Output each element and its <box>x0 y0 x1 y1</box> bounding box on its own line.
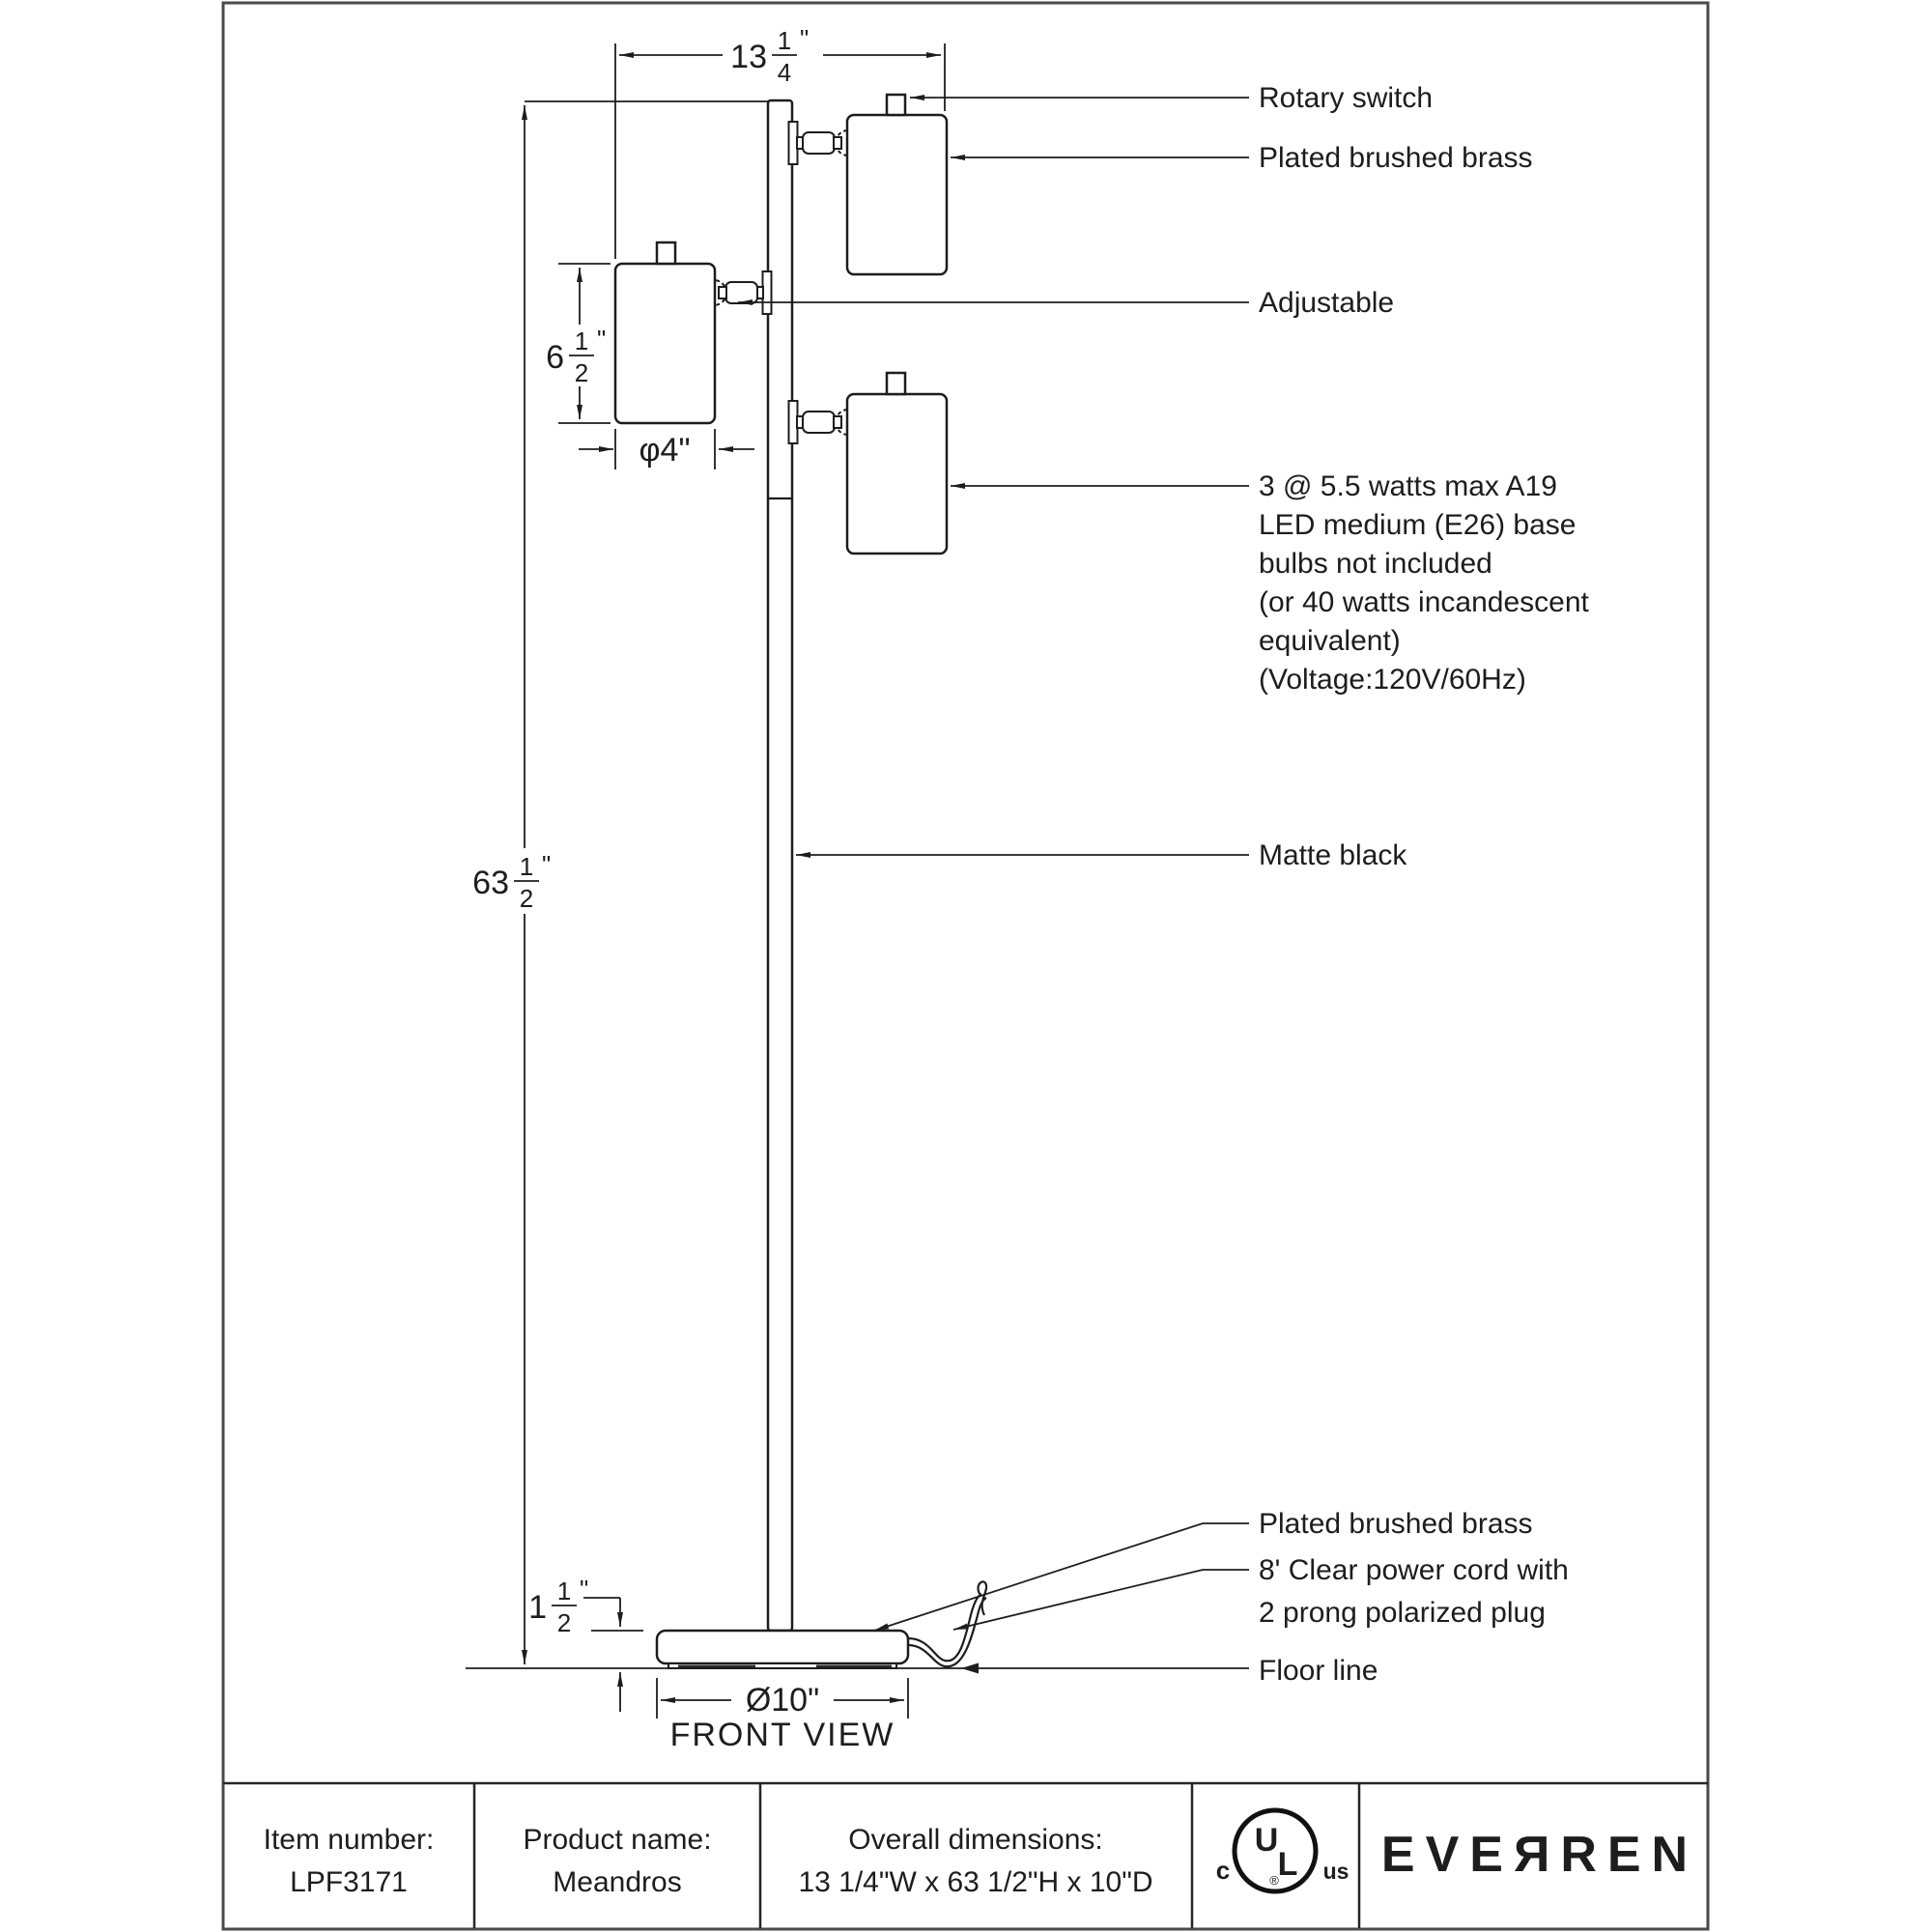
svg-text:1: 1 <box>778 26 791 55</box>
svg-text:Item number:: Item number: <box>264 1824 435 1856</box>
lamp-shade-middle <box>613 262 717 425</box>
cul-us-certification-icon: U L ® c us <box>1216 1807 1350 1894</box>
svg-text:L: L <box>1278 1846 1298 1883</box>
svg-text:8' Clear power cord with: 8' Clear power cord with <box>1259 1554 1569 1586</box>
dimension-shade-height-text: 6 1 2 " <box>546 325 606 387</box>
rotary-switch-knob-bottom <box>885 371 907 396</box>
svg-text:2: 2 <box>575 358 588 387</box>
svg-text:4: 4 <box>778 58 791 87</box>
svg-text:1: 1 <box>528 1589 547 1626</box>
lamp-base <box>655 1629 910 1665</box>
dimension-height-text: 63 1 2 " <box>472 850 551 913</box>
callout-adjustable: Adjustable <box>1259 287 1394 319</box>
floor-lamp-drawing <box>613 93 988 1669</box>
svg-text:2: 2 <box>557 1608 571 1637</box>
callout-plated-brushed-brass-top: Plated brushed brass <box>1259 142 1533 174</box>
svg-text:": " <box>580 1575 588 1604</box>
footer-cell-overall-dimensions: Overall dimensions: 13 1/4"W x 63 1/2"H … <box>798 1824 1152 1898</box>
svg-text:63: 63 <box>472 865 509 901</box>
callout-matte-black: Matte black <box>1259 839 1407 871</box>
svg-text:®: ® <box>1269 1873 1279 1888</box>
svg-text:": " <box>800 24 809 53</box>
floor-line <box>466 1662 1249 1674</box>
callout-floor-line: Floor line <box>1259 1655 1378 1687</box>
svg-text:1: 1 <box>557 1577 571 1605</box>
svg-text:13 1/4"W x 63 1/2"H x 10"D: 13 1/4"W x 63 1/2"H x 10"D <box>798 1866 1152 1898</box>
svg-text:": " <box>542 850 551 879</box>
svg-text:Product name:: Product name: <box>523 1824 711 1856</box>
svg-text:(or 40 watts incandescent: (or 40 watts incandescent <box>1259 586 1590 618</box>
svg-text:us: us <box>1323 1859 1350 1884</box>
adjustable-knuckle-middle <box>718 270 773 315</box>
svg-text:(Voltage:120V/60Hz): (Voltage:120V/60Hz) <box>1259 664 1526 696</box>
svg-text:2: 2 <box>520 884 533 913</box>
dimension-height: 63 1 2 " <box>472 100 768 1664</box>
footer-cell-product-name: Product name: Meandros <box>523 1824 711 1898</box>
svg-text:Meandros: Meandros <box>553 1866 681 1898</box>
power-cord <box>907 1580 988 1668</box>
lamp-shade-bottom <box>845 392 949 555</box>
dimension-base-height: 1 1 2 " <box>528 1575 643 1712</box>
cord-curl-icon <box>977 1580 988 1616</box>
dimension-width: 13 1 4 " <box>614 24 946 259</box>
footer-cell-item-number: Item number: LPF3171 <box>264 1824 435 1898</box>
footer-table: Item number: LPF3171 Product name: Meand… <box>223 1781 1708 1928</box>
adjustable-knuckle-bottom <box>787 400 842 444</box>
svg-text:LED medium (E26) base: LED medium (E26) base <box>1259 509 1576 541</box>
svg-text:Overall dimensions:: Overall dimensions: <box>848 1824 1102 1856</box>
svg-text:U: U <box>1255 1822 1279 1859</box>
lamp-pole <box>766 99 794 1633</box>
adjustable-knuckle-top <box>787 121 842 165</box>
dimension-base-height-text: 1 1 2 " <box>528 1575 588 1637</box>
callout-rotary-switch: Rotary switch <box>1259 82 1433 114</box>
svg-text:1: 1 <box>575 327 588 355</box>
base-pad-right <box>816 1664 892 1668</box>
svg-text:bulbs not included: bulbs not included <box>1259 548 1492 580</box>
dimension-shade-height: 6 1 2 " <box>546 263 611 424</box>
svg-text:LPF3171: LPF3171 <box>290 1866 408 1898</box>
rotary-switch-knob-middle <box>655 241 677 266</box>
callout-plated-brushed-brass-base: Plated brushed brass <box>1259 1508 1533 1540</box>
page-border <box>221 1 1710 1931</box>
callout-bulb-note: 3 @ 5.5 watts max A19 LED medium (E26) b… <box>1259 470 1590 696</box>
svg-text:6: 6 <box>546 339 564 376</box>
dimension-shade-diameter-text: φ4" <box>639 432 690 469</box>
svg-text:2 prong polarized plug: 2 prong polarized plug <box>1259 1597 1546 1629</box>
svg-text:1: 1 <box>520 852 533 881</box>
svg-text:equivalent): equivalent) <box>1259 625 1401 657</box>
brand-logo: EVEЯREN <box>1381 1827 1698 1883</box>
dimension-base-diameter: Ø10" <box>656 1678 909 1719</box>
rotary-switch-knob-top <box>885 93 907 117</box>
svg-text:": " <box>597 325 606 354</box>
svg-text:3 @ 5.5 watts max A19: 3 @ 5.5 watts max A19 <box>1259 470 1557 502</box>
lamp-shade-top <box>845 113 949 276</box>
dimension-base-diameter-text: Ø10" <box>746 1682 819 1719</box>
dimension-shade-diameter: φ4" <box>579 429 754 469</box>
view-label: FRONT VIEW <box>670 1717 895 1753</box>
floor-line-arrow-icon <box>961 1662 979 1674</box>
base-pad-left <box>678 1664 755 1668</box>
svg-text:c: c <box>1216 1856 1230 1885</box>
callout-leaders <box>738 95 1249 1632</box>
dimension-width-text: 13 1 4 " <box>730 24 809 87</box>
callout-power-cord: 8' Clear power cord with 2 prong polariz… <box>1259 1554 1569 1629</box>
svg-text:13: 13 <box>730 39 767 75</box>
